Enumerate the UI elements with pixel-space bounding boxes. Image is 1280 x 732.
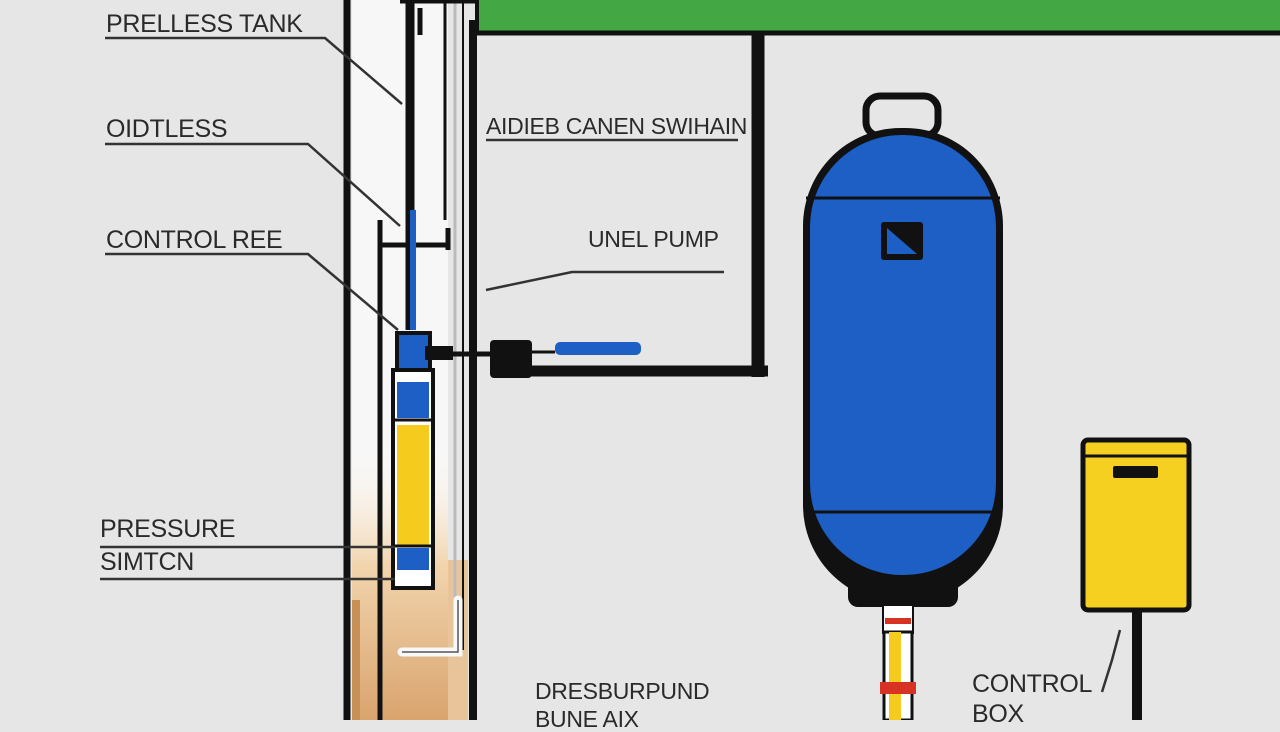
control-box [1080, 437, 1192, 720]
label-control-box-line1: CONTROL [972, 670, 1093, 698]
label-control-ree: CONTROL REE [106, 226, 283, 254]
label-outless: OIDTLESS [106, 115, 228, 143]
label-switch: SIMTCN [100, 548, 195, 576]
label-bottom-line1: DRESBURPUND [535, 678, 710, 704]
indicator-slot-icon [1113, 466, 1158, 478]
label-control-box-line2: BOX [972, 700, 1024, 728]
label-pressure: PRESSURE [100, 515, 236, 543]
label-well-pump: UNEL PUMP [588, 226, 719, 252]
leader-lines [100, 36, 1122, 693]
label-pressureless-tank: PRELLESS TANK [106, 10, 303, 38]
pressure-tank [803, 92, 1003, 720]
drop-pipe [378, 0, 464, 657]
pressure-gauge-icon [881, 222, 923, 260]
label-valve-switch: AIDIEB CANEN SWIHAIN [486, 113, 748, 139]
green-pipe [400, 0, 1280, 36]
supply-line [495, 30, 768, 377]
submersible-pump [391, 331, 435, 590]
